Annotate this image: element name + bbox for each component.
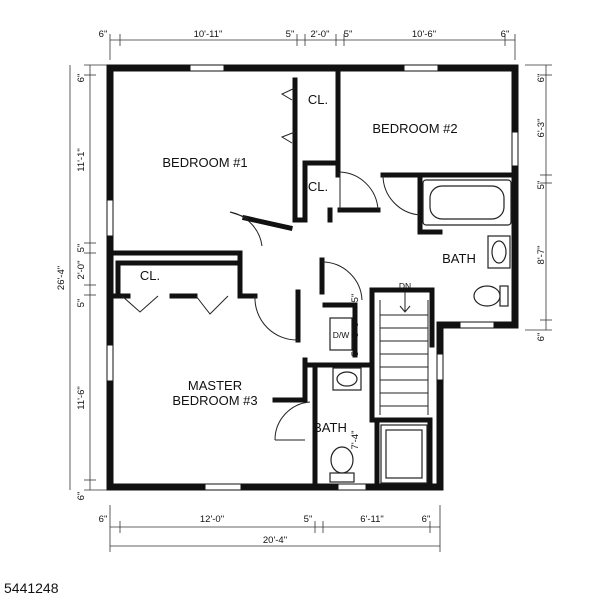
listing-id: 5441248 <box>4 580 59 596</box>
dim-left-4: 5" <box>76 299 87 308</box>
label-bath-lower: BATH <box>313 420 347 435</box>
dim-right-0: 6" <box>536 74 547 83</box>
dim-right-2: 5" <box>536 181 547 190</box>
label-bedroom1: BEDROOM #1 <box>162 155 247 170</box>
label-stairs-down: DN <box>399 281 411 291</box>
dim-top-1: 10'-11" <box>194 29 223 40</box>
dim-bottom-4: 6" <box>422 514 431 525</box>
label-dishwasher: D/W <box>333 330 350 340</box>
doors <box>121 87 421 441</box>
dim-right-1: 6'-3" <box>536 119 547 138</box>
dim-left-6: 6" <box>76 492 87 501</box>
dim-top-5: 10'-6" <box>412 29 436 40</box>
label-master-line1: MASTER <box>188 378 242 393</box>
dimension-labels: 6" 10'-11" 5" 2'-0" 5" 10'-6" 6" 6" 12'-… <box>56 29 547 546</box>
dim-top-4: 5" <box>344 29 353 40</box>
dimension-lines <box>69 34 552 552</box>
dim-left-2: 5" <box>76 244 87 253</box>
dim-interior-74: 7'-4" <box>350 431 361 450</box>
label-master-line2: BEDROOM #3 <box>172 393 257 408</box>
label-closet2: CL. <box>308 179 328 194</box>
dim-left-5: 11'-6" <box>76 386 87 410</box>
label-closet3: CL. <box>140 268 160 283</box>
dim-interior-5: 5" <box>350 294 361 303</box>
dim-top-6: 6" <box>501 29 510 40</box>
dim-right-4: 6" <box>536 333 547 342</box>
dim-interior-5b: 5" <box>350 348 361 357</box>
label-bedroom2: BEDROOM #2 <box>372 121 457 136</box>
dim-right-3: 8'-7" <box>536 246 547 265</box>
label-bath-upper: BATH <box>442 251 476 266</box>
dim-left-1: 11'-1" <box>76 148 87 172</box>
windows <box>106 64 519 491</box>
dim-top-0: 6" <box>99 29 108 40</box>
room-labels: BEDROOM #1 BEDROOM #2 MASTER BEDROOM #3 … <box>140 92 476 435</box>
dim-top-2: 5" <box>286 29 295 40</box>
dim-left-0: 6" <box>76 74 87 83</box>
dim-interior-30: 3'-0" <box>350 319 361 338</box>
interior-walls <box>107 65 518 490</box>
label-closet1: CL. <box>308 92 328 107</box>
stairs <box>379 292 429 415</box>
dim-bottom-0: 6" <box>99 514 108 525</box>
dim-left-3: 2'-0" <box>76 261 87 280</box>
dim-bottom-total: 20'-4" <box>263 535 287 546</box>
dim-bottom-1: 12'-0" <box>200 514 224 525</box>
dim-bottom-3: 6'-11" <box>360 514 384 525</box>
fixtures <box>329 179 512 484</box>
dim-bottom-2: 5" <box>304 514 313 525</box>
dim-left-total: 26'-4" <box>56 266 67 290</box>
exterior-walls <box>106 64 519 491</box>
dim-top-3: 2'-0" <box>311 29 330 40</box>
